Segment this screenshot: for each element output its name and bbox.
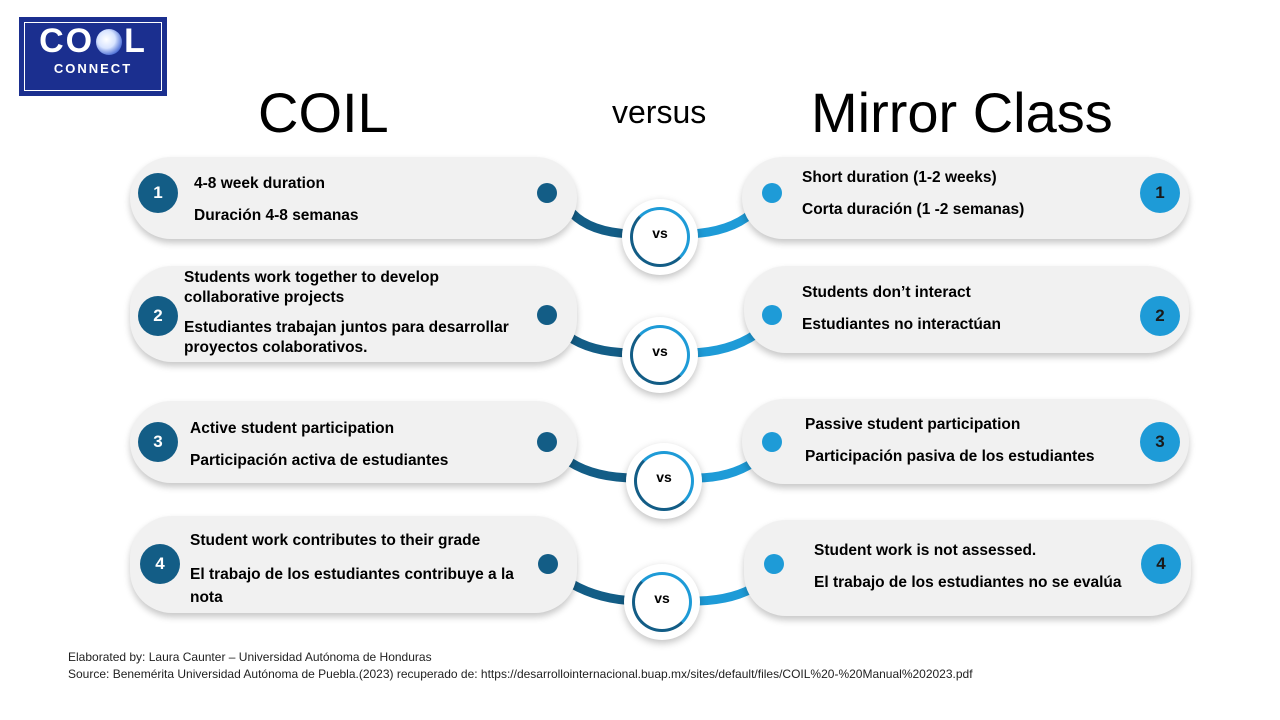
mirror-text-es-2: Estudiantes no interactúan <box>802 316 1001 333</box>
connector-left-2 <box>563 331 635 358</box>
coil-text-en-1: 4-8 week duration <box>194 175 325 192</box>
vs-badge-1: vs <box>622 199 698 275</box>
coil-text-en-4: Student work contributes to their grade <box>190 532 481 549</box>
coil-number-4: 4 <box>140 544 180 584</box>
mirror-number-1: 1 <box>1140 173 1180 213</box>
coil-dot-1 <box>537 183 557 203</box>
coil-item-3 <box>130 401 577 483</box>
vs-label-4: vs <box>654 590 670 606</box>
coil-item-2 <box>130 266 577 362</box>
mirror-text-es-4: El trabajo de los estudiantes no se eval… <box>814 574 1122 591</box>
connector-right-1 <box>685 208 757 239</box>
mirror-text-en-1: Short duration (1-2 weeks) <box>802 169 997 186</box>
coil-dot-3 <box>537 432 557 452</box>
connector-right-2 <box>685 329 761 358</box>
vs-label-1: vs <box>652 225 668 241</box>
mirror-dot-3 <box>762 432 782 452</box>
mirror-text-en-3: Passive student participation <box>805 416 1021 433</box>
coil-text-es-4: El trabajo de los estudiantes contribuye… <box>190 566 514 606</box>
coil-text-en-2: Students work together to develop collab… <box>184 269 439 306</box>
mirror-number-4: 4 <box>1141 544 1181 584</box>
mirror-text-en-4: Student work is not assessed. <box>814 542 1037 559</box>
vs-label-2: vs <box>652 343 668 359</box>
mirror-dot-1 <box>762 183 782 203</box>
connector-right-3 <box>691 457 759 483</box>
footer-author: Elaborated by: Laura Caunter – Universid… <box>68 650 432 664</box>
mirror-dot-2 <box>762 305 782 325</box>
mirror-item-1 <box>742 157 1189 239</box>
mirror-text-es-3: Participación pasiva de los estudiantes <box>805 448 1095 465</box>
vs-label-3: vs <box>656 469 672 485</box>
coil-text-en-3: Active student participation <box>190 420 395 437</box>
mirror-item-3 <box>742 399 1189 484</box>
coil-item-1 <box>130 157 577 239</box>
coil-dot-2 <box>537 305 557 325</box>
coil-number-1: 1 <box>138 173 178 213</box>
mirror-item-2 <box>744 266 1189 353</box>
mirror-dot-4 <box>764 554 784 574</box>
logo-text-bottom: CONNECT <box>53 61 133 76</box>
coil-number-2: 2 <box>138 296 178 336</box>
vs-badge-4: vs <box>624 564 700 640</box>
mirror-number-3: 3 <box>1140 422 1180 462</box>
globe-icon <box>96 29 123 55</box>
vs-badge-2: vs <box>622 317 698 393</box>
coil-dot-4 <box>538 554 558 574</box>
versus-label: versus <box>612 94 707 130</box>
coil-text-es-2: Estudiantes trabajan juntos para desarro… <box>184 319 509 356</box>
mirror-text-en-2: Students don’t interact <box>802 284 971 301</box>
coil-item-4 <box>130 516 577 613</box>
vs-badge-3: vs <box>626 443 702 519</box>
footer-credits: Elaborated by: Laura Caunter – Universid… <box>68 649 973 683</box>
coil-text-es-3: Participación activa de estudiantes <box>190 452 449 469</box>
mirror-item-4 <box>744 520 1191 616</box>
mirror-class-title: Mirror Class <box>811 81 1113 144</box>
coil-text-es-1: Duración 4-8 semanas <box>194 207 359 224</box>
logo-border <box>24 22 162 91</box>
coil-title: COIL <box>258 81 389 144</box>
coil-number-3: 3 <box>138 422 178 462</box>
mirror-text-es-1: Corta duración (1 -2 semanas) <box>802 201 1025 218</box>
mirror-number-2: 2 <box>1140 296 1180 336</box>
footer-source: Source: Benemérita Universidad Autónoma … <box>68 667 973 681</box>
